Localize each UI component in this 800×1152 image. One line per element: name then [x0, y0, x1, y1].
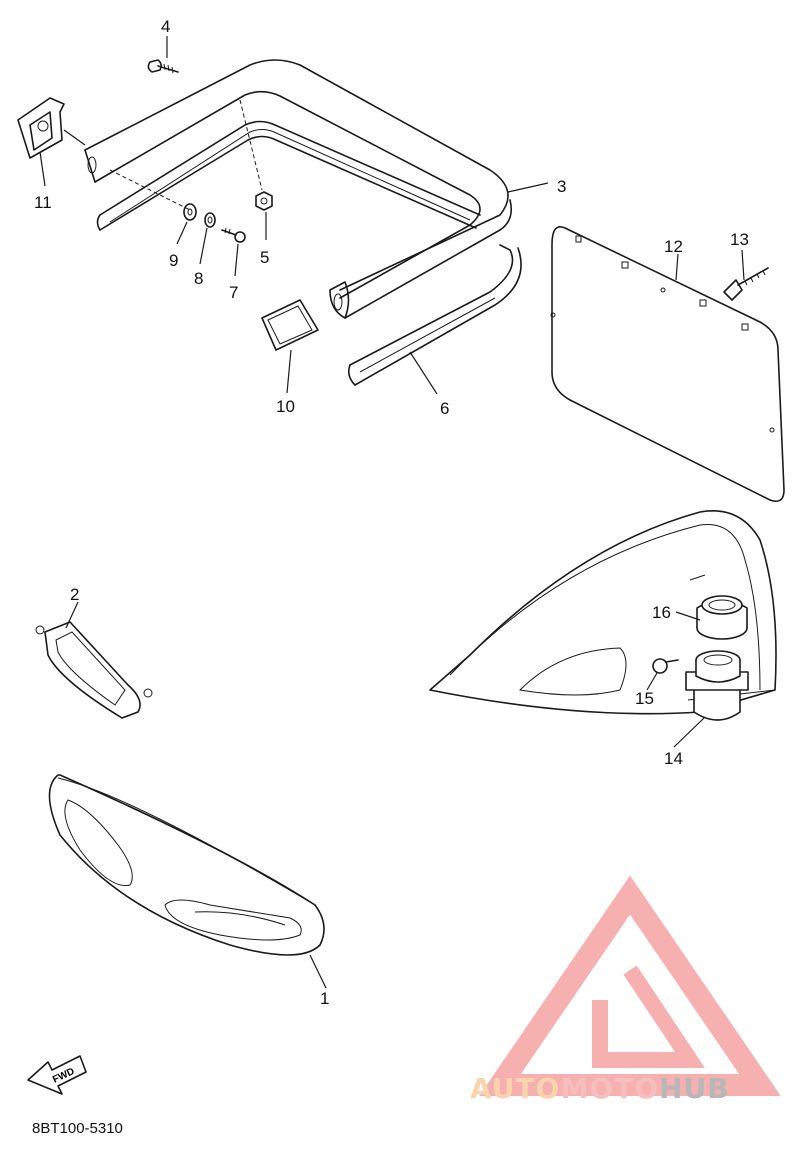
part-14-socket — [685, 650, 749, 721]
logo-text-moto: MOTO — [560, 1072, 659, 1105]
part-3-frame — [84, 59, 513, 319]
part-11-bracket — [17, 97, 86, 159]
callout-16: 16 — [652, 603, 671, 622]
callout-8: 8 — [194, 269, 203, 288]
callout-11: 11 — [34, 193, 52, 212]
part-13-clip — [723, 267, 769, 301]
part-10-pad — [261, 299, 319, 351]
callout-6: 6 — [440, 399, 449, 418]
callout-4: 4 — [161, 17, 170, 36]
logo-text-auto: AUTO — [470, 1072, 560, 1105]
callout-15: 15 — [635, 689, 654, 708]
part-6-strip — [348, 244, 522, 386]
callout-5: 5 — [260, 248, 269, 267]
part-5-nut — [255, 191, 273, 211]
cowl-assembly — [429, 510, 777, 721]
part-4-bolt — [147, 59, 179, 74]
logo-text-hub: HUB — [659, 1072, 730, 1105]
callouts: 1 2 3 4 5 6 7 8 9 10 11 12 13 14 15 16 — [34, 17, 749, 1008]
part-8-washer — [204, 212, 216, 228]
part-7-screw — [221, 227, 246, 243]
callout-14: 14 — [664, 749, 683, 768]
part-9-washer — [183, 203, 197, 221]
part-12-panel — [550, 226, 785, 503]
callout-9: 9 — [169, 251, 178, 270]
part-2-lens — [35, 621, 153, 719]
fwd-arrow-icon: FWD — [27, 1055, 87, 1095]
leader-lines — [39, 36, 745, 989]
callout-13: 13 — [730, 230, 749, 249]
callout-12: 12 — [664, 237, 683, 256]
callout-10: 10 — [276, 397, 295, 416]
callout-2: 2 — [70, 585, 79, 604]
svg-text:AUTOMOTOHUB: AUTOMOTOHUB — [470, 1072, 730, 1105]
part-16-boot — [696, 595, 748, 640]
callout-7: 7 — [229, 283, 238, 302]
inner-rubber-strip — [96, 120, 481, 231]
diagram-code: 8BT100-5310 — [32, 1120, 123, 1137]
automotohub-logo: AUTOMOTOHUB — [470, 875, 781, 1105]
part-15-bulb — [652, 658, 679, 674]
callout-3: 3 — [557, 177, 566, 196]
callout-1: 1 — [320, 989, 329, 1008]
part-1-cover — [48, 774, 325, 956]
